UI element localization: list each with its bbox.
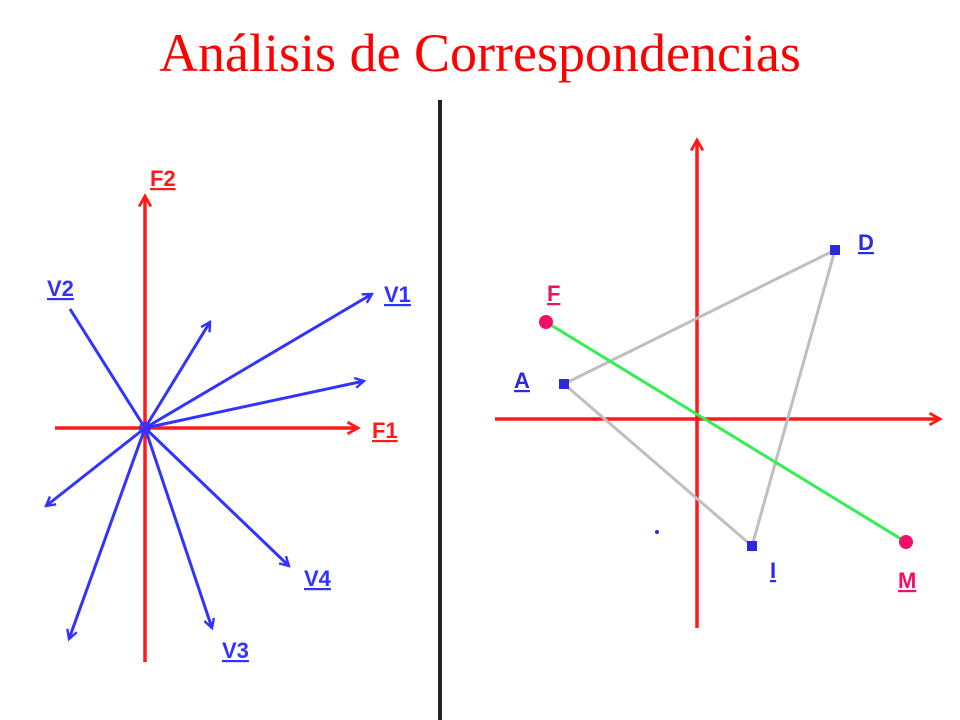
axis-f2-label: F2 [150, 166, 176, 191]
left-panel: F1 F2 V1 V2 V3 V4 [46, 166, 411, 663]
column-point-d-label: D [858, 230, 874, 255]
row-point-m-label: M [898, 568, 916, 593]
vector-unlabeled-1 [144, 381, 364, 430]
right-panel: D A I F M [495, 140, 940, 628]
row-profile-line [545, 320, 907, 544]
vector-v2 [68, 308, 147, 429]
vector-unlabeled-4 [69, 427, 147, 639]
column-profile-triangle [561, 247, 838, 549]
vector-v3-label: V3 [222, 638, 249, 663]
axis-f1-label: F1 [372, 418, 398, 443]
row-point-m [899, 535, 913, 549]
vector-v3 [143, 427, 212, 628]
row-point-f-label: F [547, 281, 560, 306]
column-point-d [830, 245, 840, 255]
vector-v2-label: V2 [47, 276, 74, 301]
vector-v4-label: V4 [304, 566, 332, 591]
column-point-a [559, 379, 569, 389]
stray-dot [655, 530, 659, 534]
vector-v1 [144, 292, 372, 430]
page-title: Análisis de Correspondencias [159, 23, 801, 83]
vector-origin [139, 422, 151, 434]
vector-unlabeled-2 [143, 322, 210, 429]
column-point-i [747, 541, 757, 551]
column-point-i-label: I [770, 558, 776, 583]
column-point-a-label: A [514, 368, 530, 393]
vector-v4 [143, 426, 289, 566]
row-point-f [539, 315, 553, 329]
vector-v1-label: V1 [384, 282, 411, 307]
vector-unlabeled-3 [46, 426, 146, 506]
